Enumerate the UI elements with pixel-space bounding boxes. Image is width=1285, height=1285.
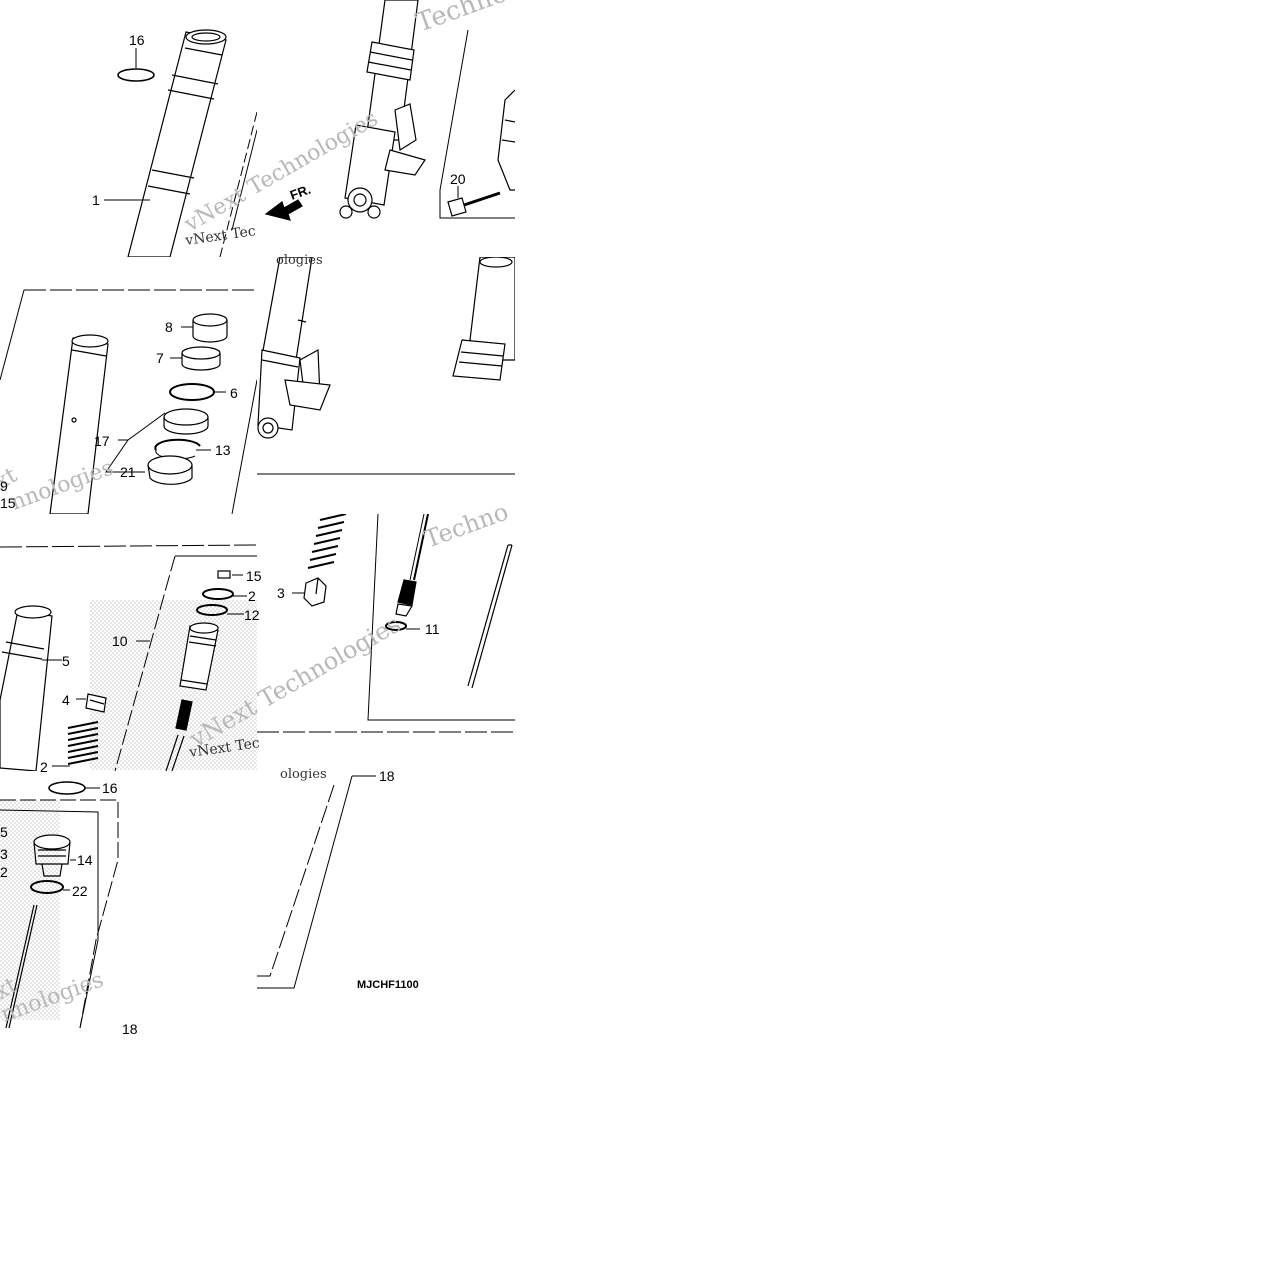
- callout-9: 9: [0, 478, 8, 494]
- callout-14: 14: [77, 852, 93, 868]
- callout-16: 16: [129, 32, 145, 48]
- callout-16: 16: [102, 780, 118, 796]
- callout-12: 12: [244, 607, 260, 623]
- callout-1: 1: [92, 192, 100, 208]
- callouts: 16 1 20 8 7 6 17 13 21 9 15 3 11 15 2 12…: [0, 32, 466, 1037]
- callout-5: 5: [62, 653, 70, 669]
- bushing-7: [181, 346, 221, 371]
- callout-8: 8: [165, 319, 173, 335]
- cap-15: [217, 570, 231, 579]
- fork-cap-bolt-14: [33, 834, 71, 877]
- callout-2: 2: [0, 864, 8, 880]
- fork-spring-upper: [307, 514, 347, 569]
- spring-collar-3: [303, 577, 327, 607]
- watermark-text: ologies: [280, 767, 327, 782]
- damper-cartridge-10: [165, 622, 219, 771]
- callout-5: 5: [0, 824, 8, 840]
- callout-18: 18: [122, 1021, 138, 1037]
- callout-4: 4: [62, 692, 70, 708]
- tile-top-right: [264, 0, 515, 221]
- direction-label: FR.: [288, 182, 313, 203]
- callout-3: 3: [0, 846, 8, 862]
- callout-15: 15: [0, 495, 16, 511]
- callout-2: 2: [248, 588, 256, 604]
- callout-11: 11: [425, 621, 440, 637]
- tile-bottom-left: [0, 781, 119, 1028]
- callout-17: 17: [94, 433, 110, 449]
- watermark-text: Techno: [420, 498, 511, 554]
- o-ring-22: [30, 880, 64, 894]
- damper-rod-11: [395, 514, 429, 617]
- callout-18: 18: [379, 768, 395, 784]
- o-ring-16-bottom: [48, 781, 86, 795]
- callout-2: 2: [40, 759, 48, 775]
- fork-assembly-lower-right: [452, 257, 515, 381]
- direction-arrow: [264, 199, 303, 221]
- callout-13: 13: [215, 442, 231, 458]
- fork-assembly-lower-left: [257, 257, 331, 439]
- callout-10: 10: [112, 633, 128, 649]
- bushing-8: [192, 313, 228, 343]
- fork-slider-5: [0, 605, 53, 771]
- brake-caliper-inset: [497, 89, 515, 191]
- watermark-text: Techno: [412, 0, 511, 39]
- tile-bottom-right: [257, 775, 376, 989]
- fork-assembly-top: [339, 0, 426, 219]
- callout-15: 15: [246, 568, 262, 584]
- tile-mid-left: [0, 289, 257, 514]
- callout-21: 21: [120, 464, 136, 480]
- rod-long: [467, 544, 513, 689]
- back-up-ring-6: [169, 383, 215, 401]
- o-ring-23: [202, 588, 234, 600]
- tile-lower-left: [0, 544, 257, 771]
- tile-mid-right: [257, 257, 515, 475]
- tile-top-left: [104, 29, 257, 257]
- fork-outer-tube: [127, 29, 227, 257]
- o-ring-11: [385, 621, 407, 631]
- tile-lower-right: [257, 514, 515, 733]
- oil-seal-17: [163, 408, 209, 435]
- o-ring-16-top: [117, 68, 155, 82]
- o-ring-12: [196, 604, 228, 616]
- watermark-logo-shade: [90, 600, 257, 770]
- callout-3: 3: [277, 585, 285, 601]
- fork-inner-tube: [49, 334, 109, 514]
- fork-spring-2: [67, 721, 99, 765]
- callout-6: 6: [230, 385, 238, 401]
- callout-20: 20: [450, 171, 466, 187]
- callout-22: 22: [72, 883, 88, 899]
- dust-seal-21: [147, 455, 193, 485]
- watermark-text: ologies: [276, 253, 323, 268]
- bolt-20: [447, 191, 501, 217]
- stopper-ring-13: [154, 438, 201, 451]
- callout-7: 7: [156, 350, 164, 366]
- spring-seat-4: [85, 693, 107, 713]
- diagram-code: MJCHF1100: [357, 979, 419, 991]
